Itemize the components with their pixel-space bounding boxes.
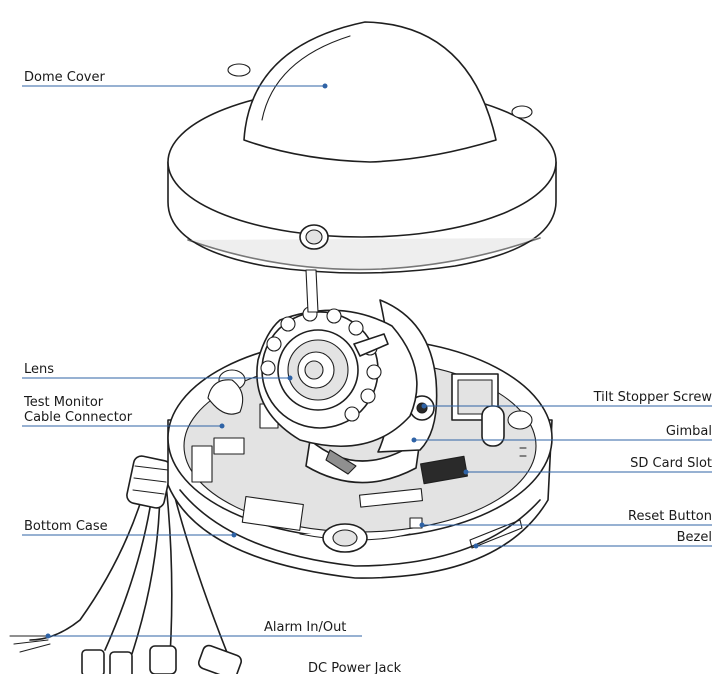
leader-dot-bottom-case [231,532,237,538]
dome-cover-illustration [167,21,557,274]
leader-dot-alarm [45,633,51,639]
leader-lines [22,83,712,639]
leader-dot-dome-cover [322,83,328,89]
label-test-monitor-line2: Cable Connector [24,410,133,425]
label-bezel: Bezel [677,530,712,545]
label-sd-card: SD Card Slot [630,456,712,471]
label-test-monitor-line1: Test Monitor [23,395,104,410]
leader-dot-tilt-stopper [421,403,427,409]
leader-dot-reset [419,522,425,528]
leader-dot-test-monitor [219,423,225,429]
label-reset: Reset Button [628,509,712,524]
leader-dot-bezel [473,543,479,549]
label-dome-cover: Dome Cover [24,70,105,85]
leader-dot-sd-card [463,469,469,475]
label-gimbal: Gimbal [666,424,712,439]
label-tilt-stopper: Tilt Stopper Screw [593,390,713,405]
label-lens: Lens [24,362,54,377]
leader-dot-gimbal [411,437,417,443]
label-bottom-case: Bottom Case [24,519,108,534]
label-dc-power: DC Power Jack [308,661,402,674]
part-labels: Dome Cover Lens Test Monitor Cable Conne… [23,70,712,674]
label-alarm: Alarm In/Out [264,620,346,635]
leader-dot-lens [287,375,293,381]
gimbal-and-lens-illustration [256,269,438,484]
